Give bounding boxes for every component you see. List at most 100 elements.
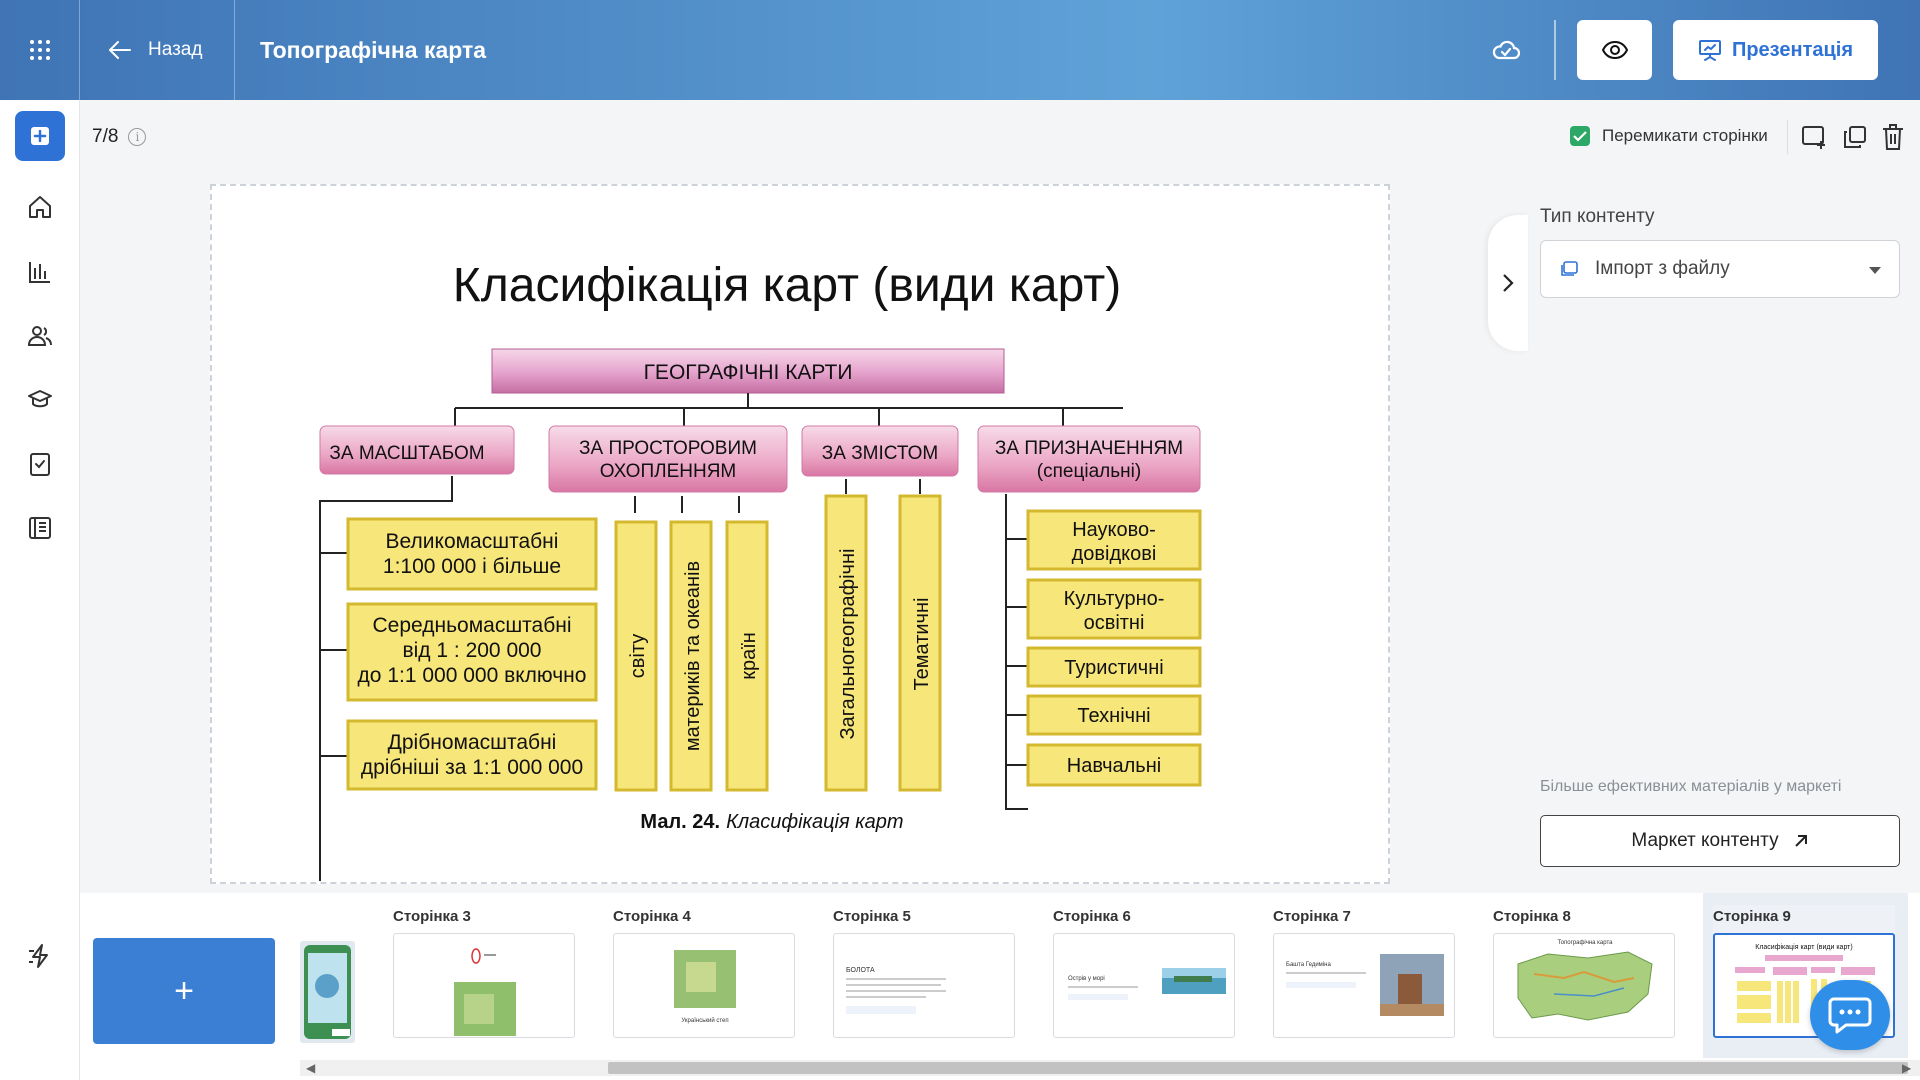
slide-canvas[interactable]: Класифікація карт (види карт) ГЕОГРАФІЧН…: [210, 184, 1390, 884]
page-thumb-preview: Башта Гедиміна: [1273, 933, 1455, 1038]
chat-support-button[interactable]: [1810, 980, 1890, 1050]
content-type-value: Імпорт з файлу: [1595, 258, 1730, 279]
coverage-countries-label: країн: [738, 632, 760, 680]
toolbar-separator: [1787, 120, 1788, 154]
scale-large-line-2: 1:100 000 і більше: [383, 555, 561, 578]
content-general-box: [824, 494, 868, 792]
home-icon: [29, 196, 51, 218]
purpose-cultural-line-1: Культурно-: [1064, 588, 1165, 610]
eye-icon: [1601, 40, 1628, 60]
sidebar-item-analytics[interactable]: [25, 257, 55, 287]
page-thumb-preview: Топографічна карта: [1493, 933, 1675, 1038]
category-coverage-label-2: ОХОПЛЕННЯМ: [600, 461, 737, 482]
scale-large-line-1: Великомасштабні: [386, 530, 559, 553]
chevron-right-icon: [1503, 274, 1514, 292]
back-button[interactable]: Назад: [80, 0, 235, 100]
content-type-select[interactable]: Імпорт з файлу: [1540, 240, 1900, 298]
coverage-world-label: світу: [627, 634, 649, 678]
cloud-check-icon[interactable]: [1490, 34, 1522, 66]
purpose-reference-line-2: довідкові: [1072, 543, 1157, 565]
pages-scrollbar-thumb[interactable]: [608, 1062, 1908, 1074]
category-purpose-label-1: ЗА ПРИЗНАЧЕННЯМ: [995, 438, 1183, 459]
page-thumb-label: Сторінка 3: [393, 908, 471, 925]
import-file-icon: [1561, 261, 1578, 276]
coverage-continents-box: [669, 520, 713, 792]
sidebar-item-users[interactable]: [25, 321, 55, 351]
page-thumb-3[interactable]: Сторінка 3: [393, 905, 575, 1038]
collapse-panel-button[interactable]: [1488, 215, 1528, 351]
presentation-button[interactable]: Презентація: [1673, 20, 1878, 80]
delete-page-icon[interactable]: [1878, 122, 1908, 152]
scale-small-line-2: дрібніші за 1:1 000 000: [361, 756, 583, 779]
page-thumb-partial[interactable]: [300, 941, 355, 1043]
presentation-icon: [1698, 40, 1721, 61]
page-thumb-label: Сторінка 5: [833, 908, 911, 925]
page-thumb-label: Сторінка 6: [1053, 908, 1131, 925]
root-label: ГЕОГРАФІЧНІ КАРТИ: [644, 361, 853, 384]
category-coverage-box: [548, 425, 788, 493]
category-content-box: [801, 425, 959, 477]
scale-medium-line-1: Середньомасштабні: [372, 614, 571, 637]
page-thumb-preview: Острів у морі: [1053, 933, 1235, 1038]
analytics-icon: [29, 262, 50, 283]
apps-grid-button[interactable]: [0, 0, 80, 100]
arrow-left-icon: [109, 41, 131, 59]
slide-title: Класифікація карт (види карт): [453, 259, 1121, 312]
scale-small-box: [346, 719, 598, 791]
coverage-countries-box: [725, 520, 769, 792]
page-thumb-snippet: Топографічна карта: [1557, 940, 1613, 946]
page-title: Топографічна карта: [260, 36, 487, 63]
page-thumb-6[interactable]: Сторінка 6 Острів у морі: [1053, 905, 1235, 1038]
chevron-down-icon: [1869, 267, 1881, 274]
page-thumb-preview: Український степ: [613, 933, 795, 1038]
purpose-cultural-box: [1026, 578, 1202, 640]
purpose-tourist-box: [1026, 646, 1202, 688]
scale-large-box: [346, 517, 598, 591]
back-label: Назад: [148, 39, 203, 60]
scroll-left-icon[interactable]: ◀: [306, 1061, 316, 1075]
sidebar-item-flash[interactable]: [25, 941, 55, 971]
add-page-button[interactable]: +: [93, 938, 275, 1044]
switch-pages-checkbox[interactable]: [1570, 126, 1590, 146]
purpose-reference-line-1: Науково-: [1072, 519, 1156, 541]
tasks-icon: [30, 453, 50, 476]
courses-icon: [28, 390, 52, 408]
category-content-label: ЗА ЗМІСТОМ: [822, 443, 938, 464]
sidebar-item-tasks[interactable]: [25, 449, 55, 479]
scale-medium-box: [346, 602, 598, 702]
check-icon: [1573, 131, 1587, 142]
purpose-technical-label: Технічні: [1077, 705, 1150, 727]
sidebar-add-button[interactable]: [15, 111, 65, 161]
page-thumb-snippet: Острів у морі: [1068, 976, 1105, 982]
purpose-educational-box: [1026, 743, 1202, 787]
page-thumb-snippet: Український степ: [681, 1017, 728, 1024]
page-thumb-preview: БОЛОТА: [833, 933, 1015, 1038]
add-page-icon[interactable]: [1800, 122, 1830, 152]
switch-pages-toggle[interactable]: Перемикати сторінки: [1570, 126, 1768, 146]
left-sidebar: [0, 100, 80, 1080]
page-thumb-label: Сторінка 4: [613, 908, 691, 925]
category-scale-label: ЗА МАСШТАБОМ: [329, 443, 484, 464]
sidebar-item-home[interactable]: [25, 192, 55, 222]
info-icon[interactable]: i: [128, 128, 147, 146]
page-counter-value: 7/8: [92, 126, 119, 147]
content-general-label: Загальногеографічні: [837, 549, 859, 740]
market-button[interactable]: Маркет контенту: [1540, 815, 1900, 867]
page-thumb-8[interactable]: Сторінка 8 Топографічна карта: [1493, 905, 1675, 1038]
page-thumb-5[interactable]: Сторінка 5 БОЛОТА: [833, 905, 1015, 1038]
page-thumb-4[interactable]: Сторінка 4 Український степ: [613, 905, 795, 1038]
content-thematic-box: [898, 494, 942, 792]
scroll-right-icon[interactable]: ▶: [1902, 1061, 1912, 1075]
map-classification-diagram: Класифікація карт (види карт) ГЕОГРАФІЧН…: [319, 259, 1202, 881]
page-thumb-preview: [393, 933, 575, 1038]
preview-button[interactable]: [1577, 20, 1652, 80]
category-coverage-label-1: ЗА ПРОСТОРОВИМ: [579, 438, 757, 459]
duplicate-page-icon[interactable]: [1840, 122, 1870, 152]
flash-icon: [29, 944, 48, 968]
page-thumb-7[interactable]: Сторінка 7 Башта Гедиміна: [1273, 905, 1455, 1038]
sidebar-item-courses[interactable]: [25, 385, 55, 415]
category-purpose-label-2: (спеціальні): [1037, 461, 1141, 482]
sidebar-item-library[interactable]: [25, 513, 55, 543]
market-button-label: Маркет контенту: [1631, 830, 1779, 851]
presentation-label: Презентація: [1731, 38, 1854, 61]
